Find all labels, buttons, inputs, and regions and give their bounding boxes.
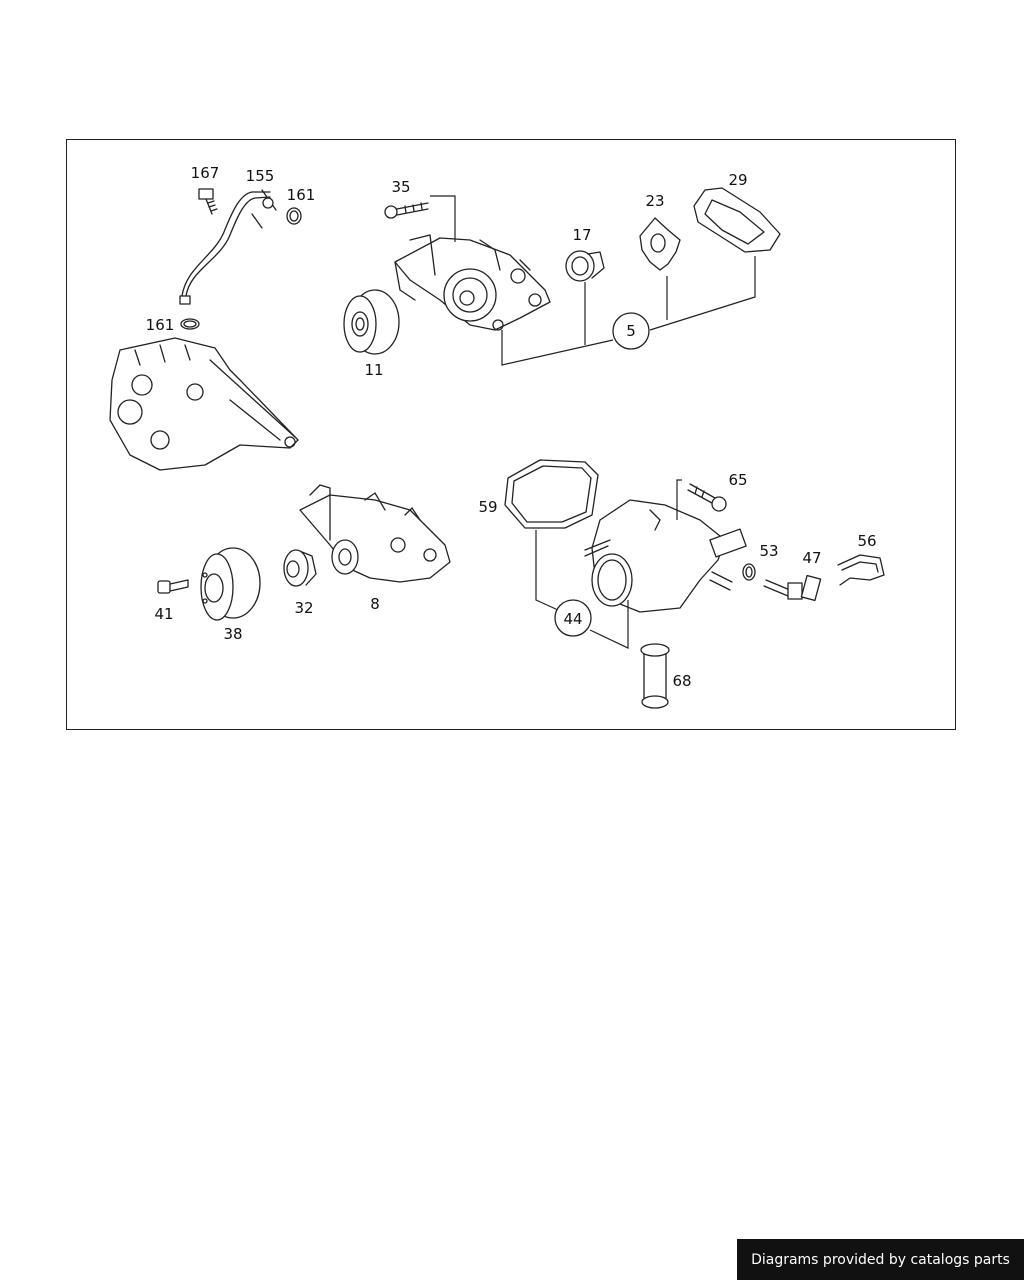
assembly-44-leader xyxy=(535,479,682,649)
gasket-59 xyxy=(504,459,599,529)
timing-cover-housing xyxy=(109,337,299,471)
callout-167: 167 xyxy=(191,164,220,182)
assembly-5-leader xyxy=(430,195,756,366)
callout-68: 68 xyxy=(672,672,691,690)
attribution-banner: Diagrams provided by catalogs parts xyxy=(737,1239,1024,1280)
bolt-65 xyxy=(687,483,727,512)
callout-41: 41 xyxy=(154,605,173,623)
callout-8: 8 xyxy=(370,595,380,613)
callout-161-top: 161 xyxy=(287,186,316,204)
hub-flange-32 xyxy=(283,549,317,587)
callout-11: 11 xyxy=(364,361,383,379)
callout-5: 5 xyxy=(626,322,636,340)
bolt-167 xyxy=(198,188,218,215)
callout-38: 38 xyxy=(223,625,242,643)
callout-53: 53 xyxy=(759,542,778,560)
pulley-11 xyxy=(343,289,400,355)
parts-diagram-frame xyxy=(66,139,956,730)
water-pump-8 xyxy=(299,484,451,583)
thermostat-17 xyxy=(565,250,605,282)
callout-23: 23 xyxy=(645,192,664,210)
clip-56 xyxy=(837,554,885,586)
seal-ring-161-top xyxy=(286,207,302,225)
bolt-41 xyxy=(157,579,189,594)
callout-32: 32 xyxy=(294,599,313,617)
sensor-47 xyxy=(763,574,822,602)
callout-155: 155 xyxy=(246,167,275,185)
callout-56: 56 xyxy=(857,532,876,550)
callout-29: 29 xyxy=(728,171,747,189)
seal-ring-53 xyxy=(742,563,756,581)
bolt-35 xyxy=(384,202,429,219)
callout-65: 65 xyxy=(728,471,747,489)
callout-44: 44 xyxy=(563,610,582,628)
callout-35: 35 xyxy=(391,178,410,196)
seal-ring-161-lower xyxy=(180,318,200,330)
gasket-29 xyxy=(693,187,781,253)
pulley-38 xyxy=(200,547,261,621)
hose-connector-68 xyxy=(640,643,670,709)
callout-161-lower: 161 xyxy=(146,316,175,334)
pipe-155 xyxy=(179,189,277,305)
callout-59: 59 xyxy=(478,498,497,516)
callout-47: 47 xyxy=(802,549,821,567)
callout-17: 17 xyxy=(572,226,591,244)
impeller-23 xyxy=(639,217,681,271)
thermostat-housing-44 xyxy=(584,499,747,613)
water-pump-5 xyxy=(394,234,551,331)
